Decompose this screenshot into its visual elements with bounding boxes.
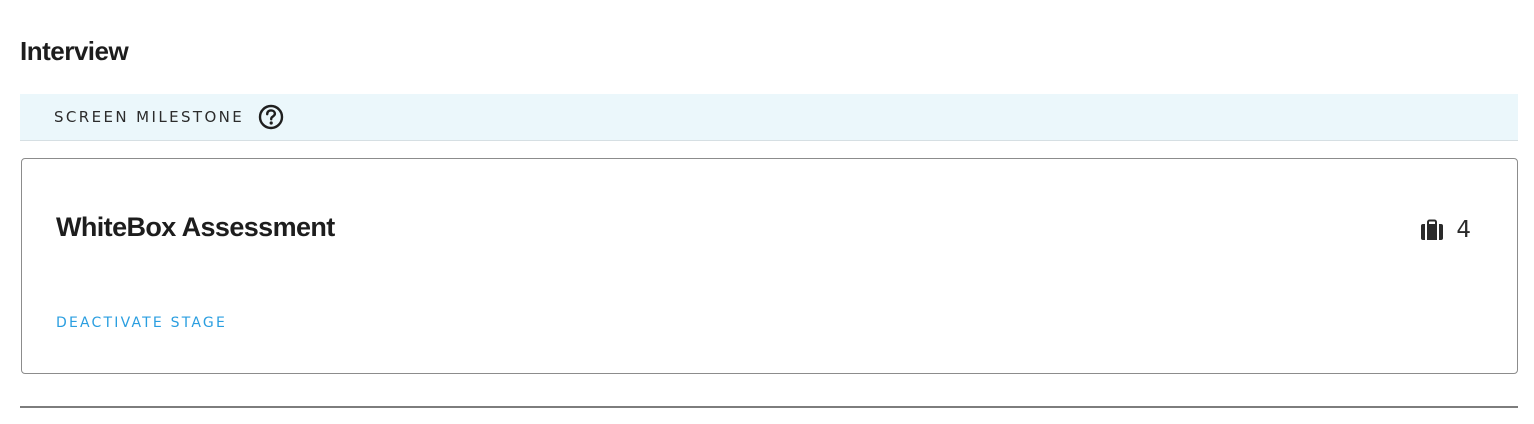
milestone-label: SCREEN MILESTONE	[54, 108, 245, 126]
divider	[20, 406, 1518, 408]
stage-count: 4	[1420, 217, 1471, 243]
stage-count-value: 4	[1456, 217, 1471, 243]
milestone-header: SCREEN MILESTONE	[20, 94, 1518, 141]
briefcase-icon	[1420, 219, 1444, 241]
section-title: Interview	[20, 36, 129, 66]
deactivate-stage-link[interactable]: DEACTIVATE STAGE	[56, 315, 228, 331]
stage-card: WhiteBox Assessment 4 DEACTIVATE STAGE	[21, 158, 1518, 374]
question-circle-icon[interactable]	[256, 102, 286, 132]
stage-name: WhiteBox Assessment	[56, 212, 335, 242]
